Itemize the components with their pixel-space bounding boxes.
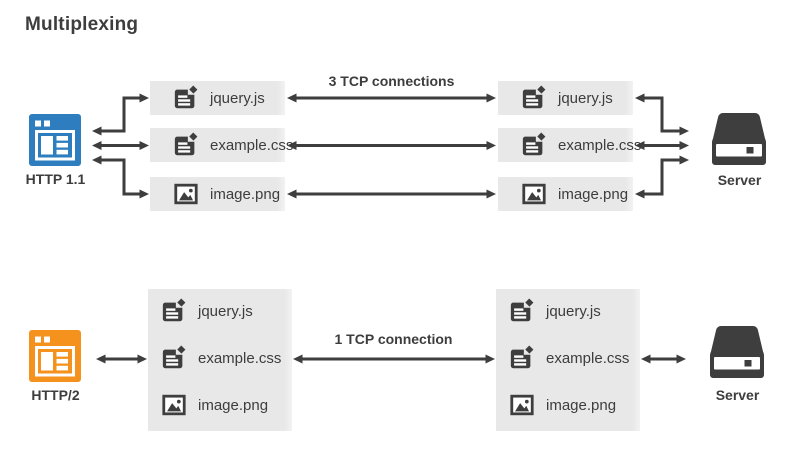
http2-client-label: HTTP/2: [31, 387, 80, 403]
file-item: image.png: [161, 391, 268, 419]
image-file-icon: [161, 392, 187, 418]
page-title: Multiplexing: [25, 14, 139, 35]
document-file-icon: [509, 298, 535, 324]
file-name: image.png: [198, 396, 269, 414]
file-name: image.png: [210, 185, 281, 203]
document-file-icon: [173, 85, 199, 111]
file-box: example.css: [150, 128, 293, 162]
file-box: example.css: [498, 128, 641, 162]
file-name: jquery.js: [558, 89, 613, 107]
file-name: example.css: [546, 349, 630, 367]
document-file-icon: [521, 85, 547, 111]
file-name: jquery.js: [546, 302, 601, 320]
file-group-box: jquery.js example.css image.png: [148, 289, 292, 431]
file-name: jquery.js: [210, 89, 265, 107]
file-item: jquery.js: [509, 297, 601, 325]
document-file-icon: [161, 345, 187, 371]
document-file-icon: [509, 345, 535, 371]
http2-server-label: Server: [715, 387, 760, 403]
http1-server-connector-3: [635, 155, 689, 199]
browser-icon: [29, 114, 81, 166]
file-group-box: jquery.js example.css image.png: [496, 289, 640, 431]
document-file-icon: [161, 298, 187, 324]
http1-client-connector-3: [92, 155, 149, 199]
file-item: jquery.js: [161, 297, 253, 325]
file-box: jquery.js: [498, 81, 633, 115]
http1-client-connector-1: [92, 93, 149, 136]
http1-server-label: Server: [717, 172, 762, 188]
http2-connection-label: 1 TCP connection: [334, 331, 453, 347]
file-item: image.png: [509, 391, 616, 419]
file-name: example.css: [198, 349, 282, 367]
file-name: jquery.js: [198, 302, 253, 320]
file-name: image.png: [558, 185, 629, 203]
server-icon: [712, 112, 766, 166]
document-file-icon: [173, 132, 199, 158]
file-name: image.png: [546, 396, 617, 414]
file-box: image.png: [498, 177, 633, 211]
http1-client-label: HTTP 1.1: [25, 171, 86, 187]
image-file-icon: [521, 181, 547, 207]
image-file-icon: [509, 392, 535, 418]
file-item: example.css: [161, 344, 281, 372]
document-file-icon: [521, 132, 547, 158]
file-name: example.css: [558, 136, 642, 154]
file-name: example.css: [210, 136, 294, 154]
image-file-icon: [173, 181, 199, 207]
http1-server-connector-1: [635, 93, 689, 136]
file-box: jquery.js: [150, 81, 285, 115]
server-icon: [710, 325, 764, 379]
browser-icon: [29, 330, 81, 382]
http1-connection-label: 3 TCP connections: [328, 73, 455, 89]
file-item: example.css: [509, 344, 629, 372]
file-box: image.png: [150, 177, 285, 211]
